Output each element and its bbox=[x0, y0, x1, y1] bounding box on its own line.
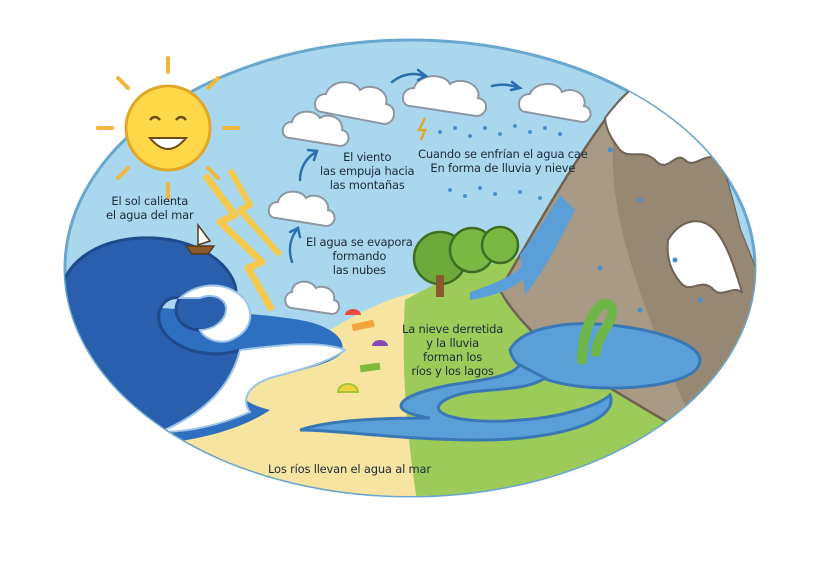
label-line: El sol calienta bbox=[111, 194, 189, 208]
waterfall bbox=[520, 195, 575, 295]
label-rain-snow: Cuando se enfrían el agua cae En forma d… bbox=[418, 147, 588, 175]
label-line: ríos y los lagos bbox=[411, 364, 494, 378]
river bbox=[299, 363, 613, 442]
beach-items bbox=[336, 309, 388, 393]
lightning-icon bbox=[416, 117, 427, 141]
sun-heat-arrow bbox=[202, 172, 276, 312]
rain-drops bbox=[438, 124, 703, 313]
label-line: el agua del mar bbox=[106, 208, 194, 222]
label-line: las empuja hacia bbox=[320, 164, 415, 178]
label-line: Los ríos llevan el agua al mar bbox=[268, 462, 431, 476]
label-line: y la lluvia bbox=[426, 336, 479, 350]
sun-heat-arrow bbox=[227, 168, 283, 257]
label-line: las nubes bbox=[332, 263, 386, 277]
shore-foam bbox=[159, 343, 347, 433]
label-rivers-to-sea: Los ríos llevan el agua al mar bbox=[268, 462, 431, 476]
wave-foam bbox=[177, 284, 252, 343]
label-line: las montañas bbox=[329, 178, 405, 192]
label-line: El viento bbox=[343, 150, 392, 164]
snow-cap-lower bbox=[666, 220, 744, 295]
tree-trunk bbox=[436, 275, 444, 297]
label-line: formando bbox=[332, 249, 387, 263]
lake-serpent bbox=[577, 298, 618, 365]
sailboat bbox=[184, 222, 216, 255]
label-line: En forma de lluvia y nieve bbox=[430, 161, 576, 175]
tree-crown bbox=[480, 225, 520, 265]
upper-stream bbox=[470, 262, 530, 300]
label-evaporation: El agua se evapora formando las nubes bbox=[306, 235, 413, 277]
lake bbox=[508, 322, 702, 390]
label-line: Cuando se enfrían el agua cae bbox=[418, 147, 588, 161]
label-sun-heats-sea: El sol calienta el agua del mar bbox=[106, 194, 194, 222]
label-line: forman los bbox=[423, 350, 483, 364]
wind-arrows bbox=[288, 68, 523, 264]
label-line: La nieve derretida bbox=[402, 322, 504, 336]
label-wind: El viento las empuja hacia las montañas bbox=[320, 150, 415, 192]
clouds bbox=[267, 75, 592, 316]
sun bbox=[96, 56, 240, 200]
label-line: El agua se evapora bbox=[306, 235, 413, 249]
label-snowmelt: La nieve derretida y la lluvia forman lo… bbox=[402, 322, 503, 378]
